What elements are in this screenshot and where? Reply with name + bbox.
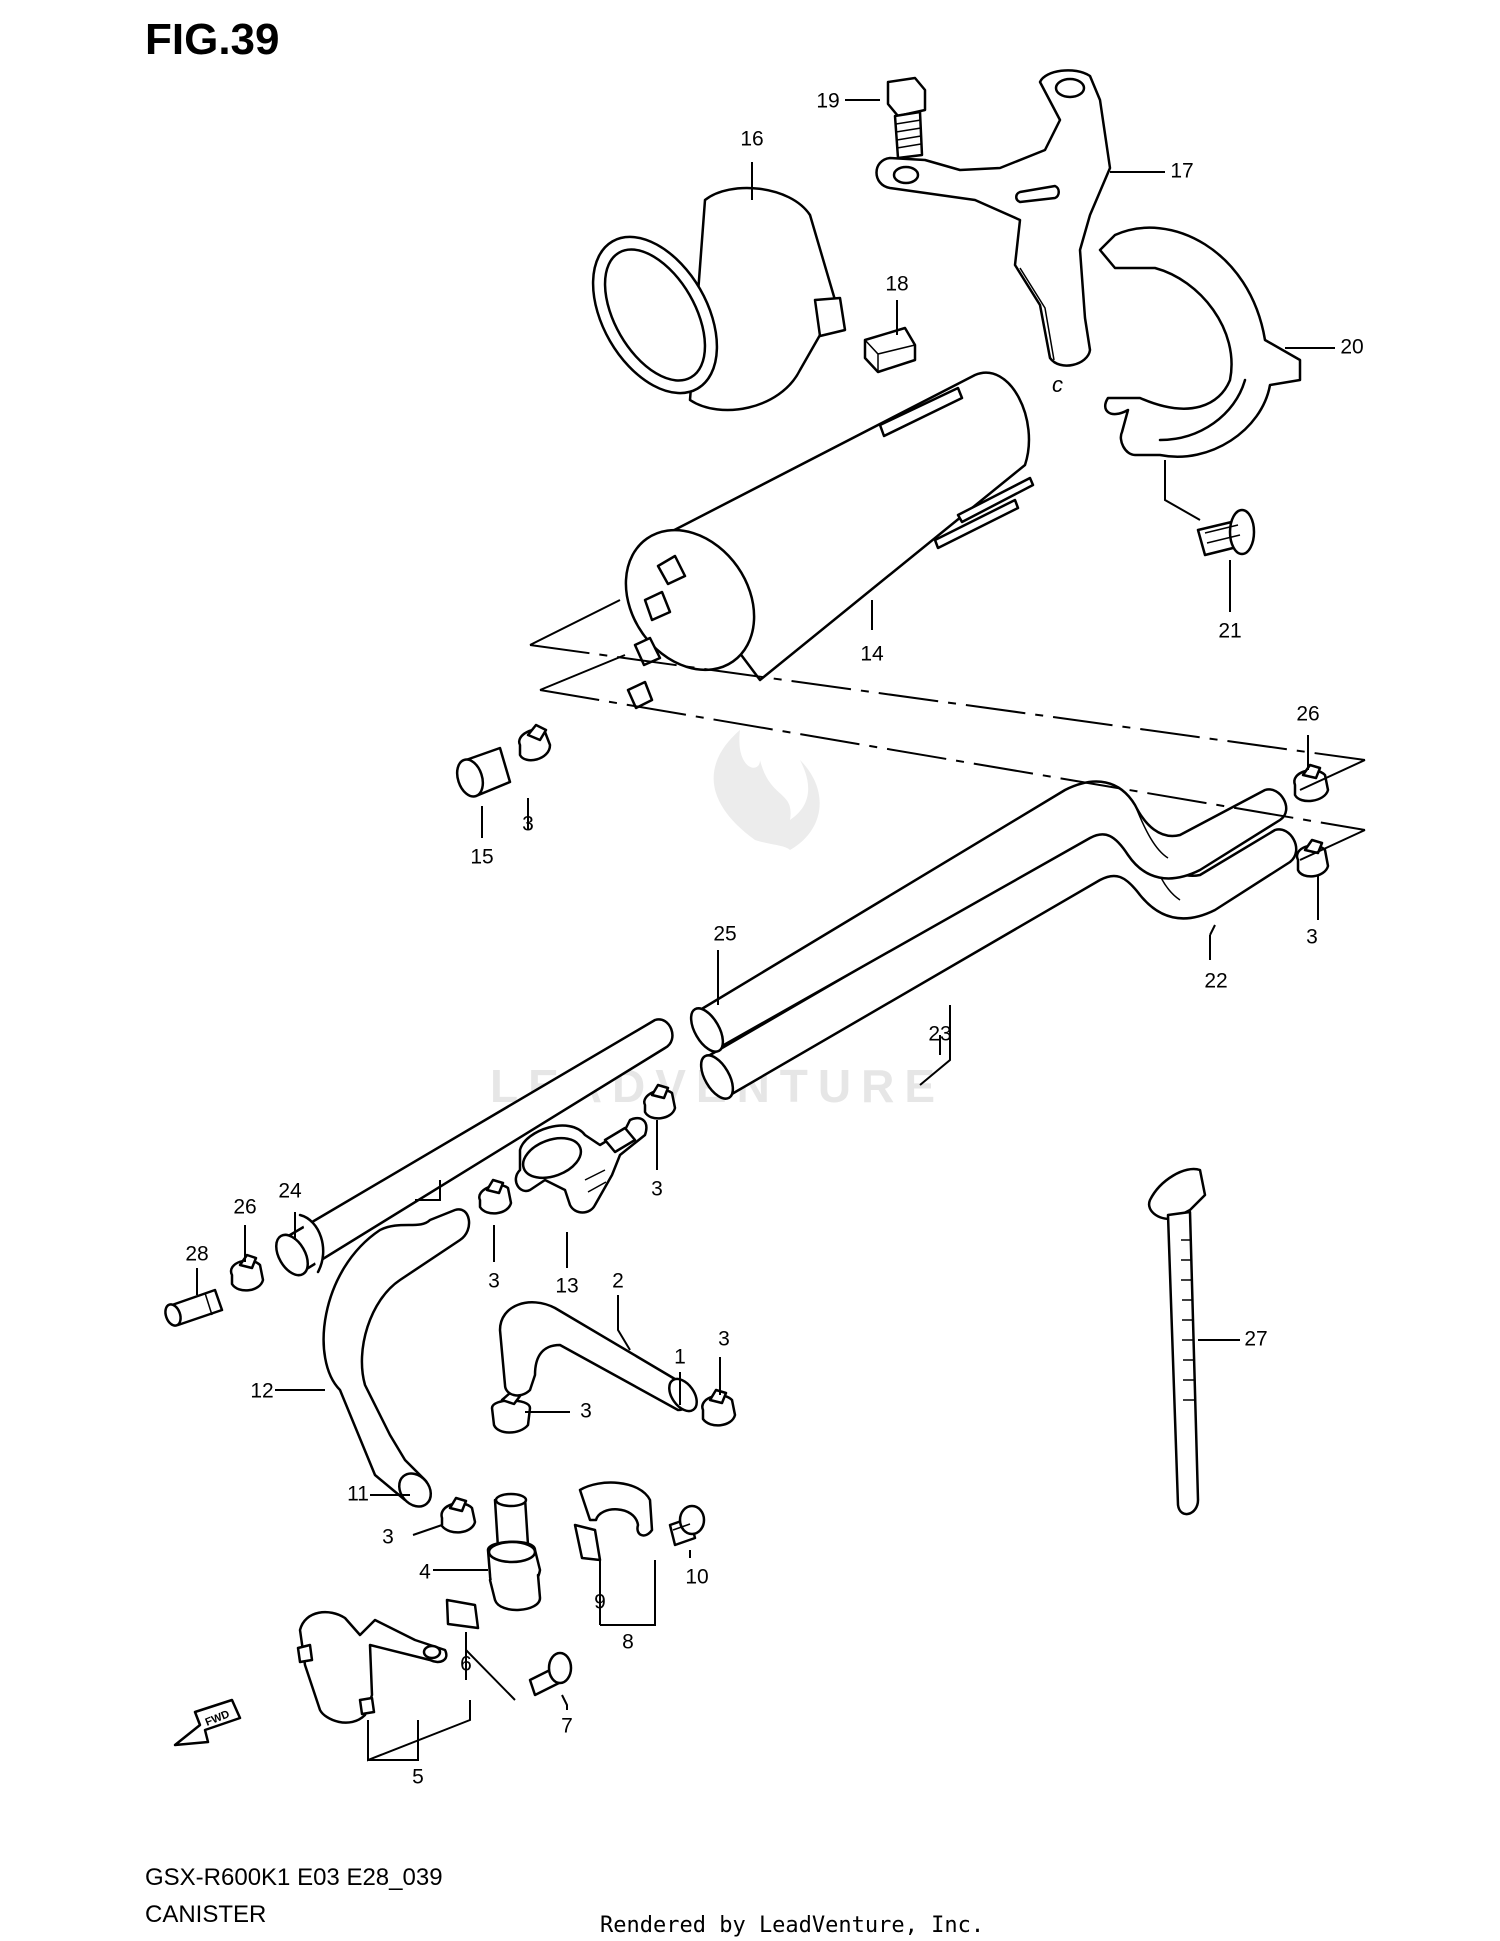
- part-2-hose[interactable]: [498, 1301, 702, 1416]
- part-5-bracket[interactable]: [296, 1610, 448, 1724]
- callout-6[interactable]: 6: [460, 1653, 472, 1676]
- part-27-cable-tie[interactable]: [1147, 1167, 1207, 1516]
- callout-13[interactable]: 13: [555, 1275, 578, 1298]
- part-25-hose[interactable]: [685, 780, 1288, 1057]
- callout-26-left[interactable]: 26: [233, 1196, 256, 1219]
- hose-clamp-3-c[interactable]: [643, 1083, 677, 1120]
- callout-3-right[interactable]: 3: [1306, 926, 1318, 949]
- hose-clamp-26-a[interactable]: [1293, 763, 1330, 803]
- callout-5[interactable]: 5: [412, 1766, 424, 1789]
- leader-lines: [196, 99, 1335, 1762]
- assembly-guide-lines: [415, 599, 1366, 1201]
- part-28-fitting[interactable]: [163, 1288, 224, 1328]
- callout-3-center[interactable]: 3: [651, 1178, 663, 1201]
- callout-14[interactable]: 14: [860, 643, 884, 666]
- callout-labels: 19 16 17 18 20 21 14 26 3 15 3 22 25 23 …: [185, 90, 1363, 1789]
- part-18-rubber-block[interactable]: [863, 326, 917, 374]
- rendered-by-credit: Rendered by LeadVenture, Inc.: [600, 1913, 984, 1938]
- callout-17[interactable]: 17: [1170, 160, 1193, 183]
- callout-4[interactable]: 4: [419, 1561, 431, 1584]
- callout-19[interactable]: 19: [816, 90, 839, 113]
- callout-27[interactable]: 27: [1244, 1328, 1267, 1351]
- callout-21[interactable]: 21: [1218, 620, 1241, 643]
- part-21-screw[interactable]: [1196, 508, 1256, 557]
- callout-18[interactable]: 18: [885, 273, 908, 296]
- hose-clamp-26-b[interactable]: [229, 1253, 265, 1292]
- part-4-joint[interactable]: [486, 1492, 542, 1612]
- callout-3-lower-center[interactable]: 3: [580, 1400, 592, 1423]
- callout-1[interactable]: 1: [674, 1346, 686, 1369]
- callout-7[interactable]: 7: [561, 1715, 573, 1738]
- hose-clamp-3-d[interactable]: [478, 1178, 513, 1215]
- callout-8[interactable]: 8: [622, 1631, 634, 1654]
- part-10-bolt[interactable]: [668, 1504, 706, 1547]
- callout-16[interactable]: 16: [740, 128, 763, 151]
- hose-clamp-3-a[interactable]: [518, 723, 552, 762]
- callout-11[interactable]: 11: [347, 1483, 369, 1506]
- hose-clamp-3-f[interactable]: [490, 1391, 532, 1434]
- callout-25[interactable]: 25: [713, 923, 736, 946]
- svg-text:c: c: [1052, 372, 1063, 397]
- callout-3-bottom-left[interactable]: 3: [382, 1526, 394, 1549]
- part-24-hose[interactable]: [270, 1018, 674, 1280]
- callout-3-upper-left[interactable]: 3: [522, 813, 534, 836]
- part-13-check-valve[interactable]: [514, 1116, 648, 1214]
- part-16-canister-cap[interactable]: [567, 186, 847, 415]
- fwd-arrow-icon: [173, 1698, 242, 1747]
- part-9-clamp[interactable]: [573, 1481, 654, 1562]
- section-name: CANISTER: [145, 1901, 266, 1928]
- callout-9[interactable]: 9: [594, 1591, 606, 1614]
- part-17-canister-bracket[interactable]: c: [875, 69, 1112, 397]
- hose-clamp-3-b[interactable]: [1295, 838, 1330, 878]
- model-code: GSX-R600K1 E03 E28_039: [145, 1864, 443, 1891]
- callout-22[interactable]: 22: [1204, 970, 1227, 993]
- callout-2[interactable]: 2: [612, 1270, 624, 1293]
- callout-12[interactable]: 12: [250, 1380, 273, 1403]
- callout-15[interactable]: 15: [470, 846, 493, 869]
- callout-26-top[interactable]: 26: [1296, 703, 1319, 726]
- part-20-clamp-band[interactable]: [1098, 226, 1302, 458]
- fwd-direction-arrow: FWD: [173, 1698, 242, 1747]
- callout-23[interactable]: 23: [928, 1023, 951, 1046]
- part-19-bolt[interactable]: [886, 76, 927, 160]
- part-12-hose[interactable]: [322, 1208, 471, 1512]
- hose-clamp-3-e[interactable]: [701, 1388, 737, 1427]
- figure-title: FIG.39: [145, 15, 280, 64]
- part-15-cap[interactable]: [453, 746, 512, 800]
- callout-20[interactable]: 20: [1340, 336, 1363, 359]
- part-6-rubber[interactable]: [445, 1598, 480, 1630]
- hose-clamp-3-g[interactable]: [440, 1496, 477, 1534]
- callout-10[interactable]: 10: [685, 1566, 708, 1589]
- callout-28[interactable]: 28: [185, 1243, 208, 1266]
- part-14-canister-body[interactable]: [599, 371, 1035, 710]
- callout-24[interactable]: 24: [278, 1180, 302, 1203]
- watermark-flame-icon: [713, 730, 820, 850]
- callout-3-mid-left[interactable]: 3: [488, 1270, 500, 1293]
- callout-3-lower-right[interactable]: 3: [718, 1328, 730, 1351]
- part-7-screw[interactable]: [528, 1651, 573, 1697]
